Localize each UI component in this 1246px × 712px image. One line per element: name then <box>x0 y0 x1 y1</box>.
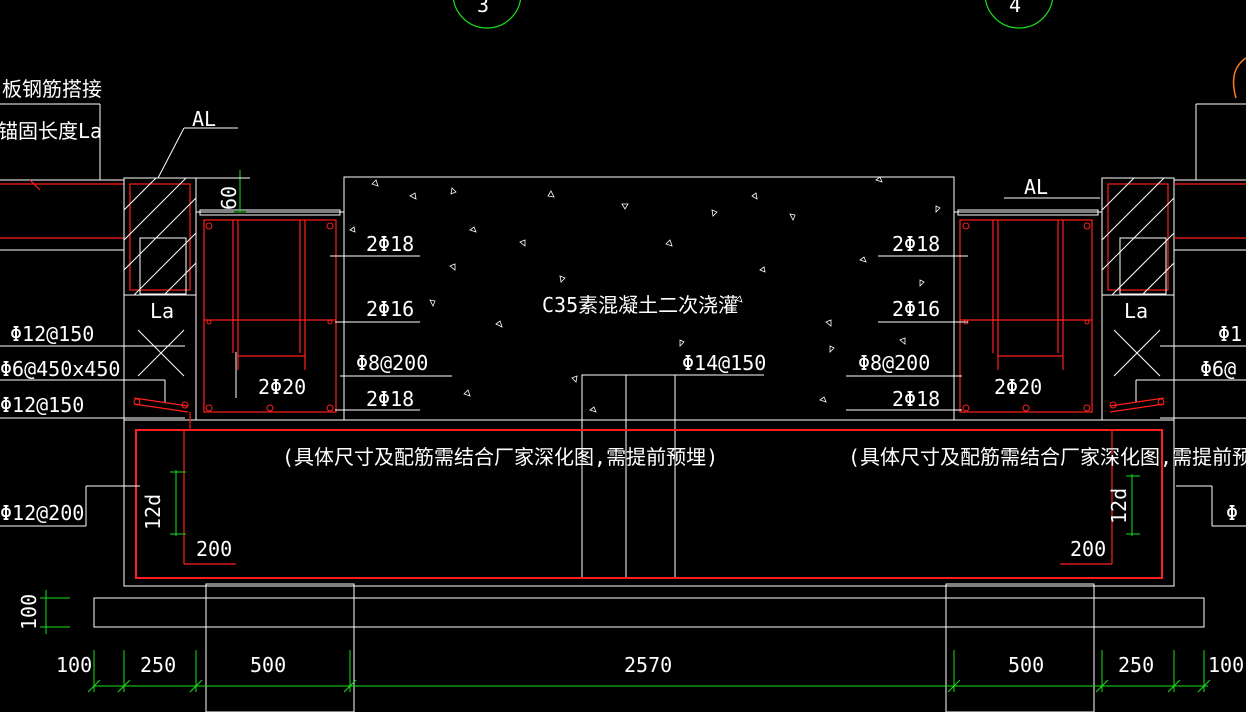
label-right-p6-cut: Φ6@ <box>1200 357 1236 381</box>
orange-arc <box>1232 57 1246 99</box>
left-la-x2 <box>137 329 185 377</box>
note-anchorage-length: 锚固长度La <box>0 119 102 143</box>
label-right-2p18-bot: 2Φ18 <box>892 387 940 411</box>
left-hook-rebar <box>133 403 189 413</box>
dim-bottom-100-left: 100 <box>56 653 92 677</box>
dim-200-right: 200 <box>1070 537 1106 561</box>
grid-bubble-3-label: 3 <box>477 0 489 17</box>
base-slab <box>93 597 1205 628</box>
right-hook-rebar-2 <box>1109 397 1165 407</box>
center-embed-plate <box>581 374 676 579</box>
dim-bottom-2570: 2570 <box>624 653 672 677</box>
left-wall-rebar <box>129 183 191 291</box>
label-left-2p16: 2Φ16 <box>366 297 414 321</box>
dim-bottom-100-right: 100 <box>1208 653 1244 677</box>
label-right-p12-cut2: Φ <box>1226 501 1238 525</box>
right-wall-rebar <box>1107 183 1169 291</box>
label-right-2p18-top: 2Φ18 <box>892 232 940 256</box>
right-wall <box>1101 177 1175 296</box>
right-wall-inner-box <box>1119 237 1167 295</box>
label-left-2p18-bot: 2Φ18 <box>366 387 414 411</box>
left-beam-stirrup <box>203 219 337 413</box>
right-la-x2 <box>1113 329 1161 377</box>
left-wall <box>123 177 197 296</box>
label-left-p12-150-b: Φ12@150 <box>0 393 84 417</box>
dim-bottom-500-right: 500 <box>1008 653 1044 677</box>
dim-bottom-500-left: 500 <box>250 653 286 677</box>
label-right-2p16: 2Φ16 <box>892 297 940 321</box>
dim-100-vertical: 100 <box>17 594 41 630</box>
dim-200-left: 200 <box>196 537 232 561</box>
left-wall-inner-box <box>139 237 187 295</box>
dim-60: 60 <box>217 186 241 210</box>
right-hook-rebar <box>1109 403 1165 413</box>
label-left-p6: Φ6@450x450 <box>0 357 120 381</box>
right-hook-dot-2 <box>1157 398 1165 406</box>
la-label-left: La <box>150 299 174 323</box>
left-beam-dots <box>205 222 334 412</box>
pier-right <box>945 583 1095 712</box>
label-right-p8: Φ8@200 <box>858 351 930 375</box>
note-slab-rebar-lap: 板钢筋搭接 <box>2 77 102 101</box>
label-left-p8: Φ8@200 <box>356 351 428 375</box>
left-hook-dot-1 <box>133 398 141 406</box>
label-center-p14: Φ14@150 <box>682 351 766 375</box>
right-hook-dot-1 <box>1109 401 1117 409</box>
grid-bubble-4 <box>984 0 1054 29</box>
la-label-right: La <box>1124 299 1148 323</box>
concrete-label: C35素混凝土二次浇灌 <box>542 293 738 317</box>
label-right-p12-cut: Φ1 <box>1218 322 1242 346</box>
dim-chain-ticks <box>87 650 1211 693</box>
label-right-2p20: 2Φ20 <box>994 375 1042 399</box>
left-hook-rebar-2 <box>133 397 189 407</box>
right-wall-hatch <box>1101 177 1175 296</box>
concrete-stipple <box>349 176 941 413</box>
right-beam-dots <box>962 222 1091 412</box>
label-left-p12-200: Φ12@200 <box>0 501 84 525</box>
label-left-2p20: 2Φ20 <box>258 375 306 399</box>
right-beam-stirrup <box>959 219 1093 413</box>
dim-bottom-250-left: 250 <box>140 653 176 677</box>
left-hook-dot-2 <box>181 401 189 409</box>
foundation-rebar-cage <box>135 429 1163 579</box>
grid-bubble-4-label: 4 <box>1009 0 1021 17</box>
dim-12d-left: 12d <box>141 494 165 530</box>
embed-note-right: (具体尺寸及配筋需结合厂家深化图,需提前预埋) <box>848 445 1246 469</box>
al-label-right: AL <box>1024 175 1048 199</box>
label-left-2p18-top: 2Φ18 <box>366 232 414 256</box>
dim-bottom-250-right: 250 <box>1118 653 1154 677</box>
embed-note-left: (具体尺寸及配筋需结合厂家深化图,需提前预埋) <box>282 445 718 469</box>
label-left-p12-150-a: Φ12@150 <box>10 322 94 346</box>
al-label-left: AL <box>192 107 216 131</box>
al-leader-left-d <box>157 127 185 179</box>
left-slab-tick <box>29 179 41 191</box>
foundation-outline <box>123 419 1175 587</box>
right-beam-top-plate <box>957 209 1099 216</box>
left-wall-hatch <box>123 177 197 296</box>
pier-left <box>205 583 355 712</box>
grid-bubble-3 <box>452 0 522 29</box>
dim-12d-right: 12d <box>1107 488 1131 524</box>
left-beam-top-plate <box>199 209 341 216</box>
